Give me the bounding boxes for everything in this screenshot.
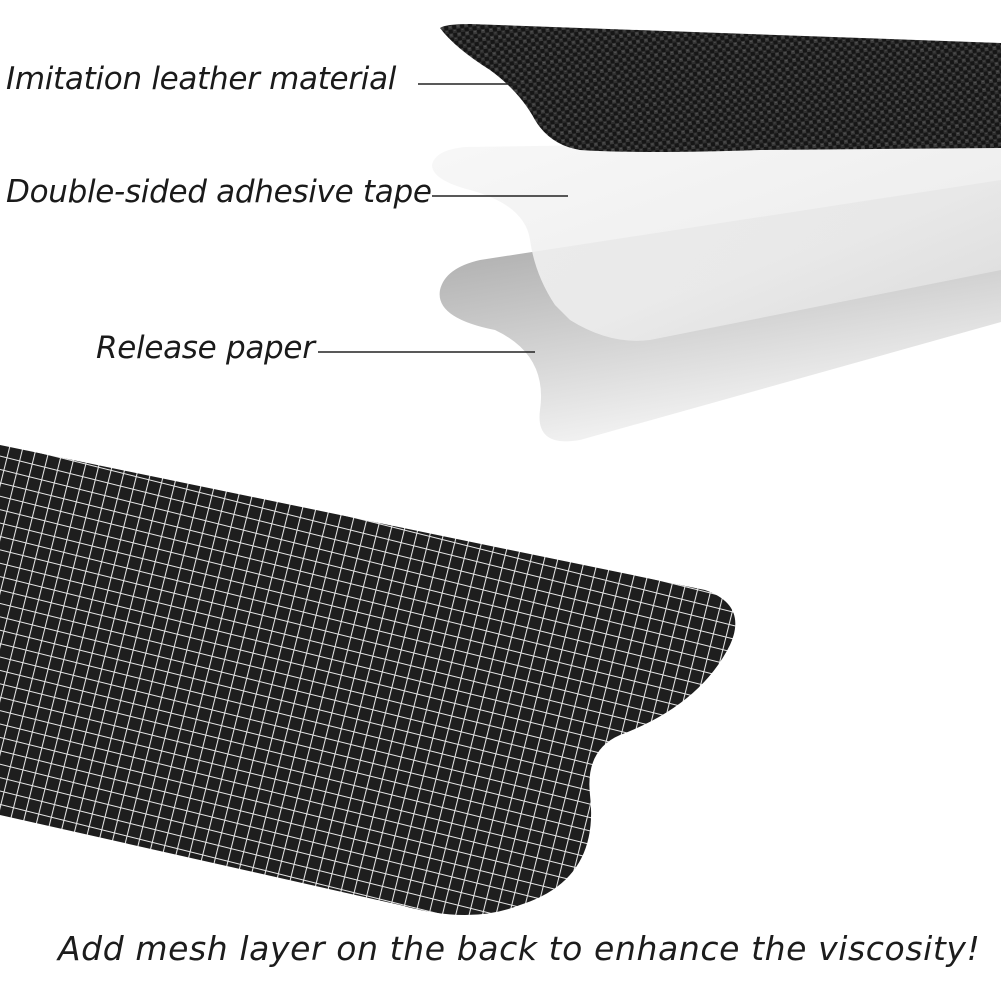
tape-label: Double-sided adhesive tape [6,174,432,210]
mesh-layer [0,445,736,915]
leather-label: Imitation leather material [6,61,397,97]
adhesive-tape-layer [432,140,1001,341]
caption-text: Add mesh layer on the back to enhance th… [58,929,981,968]
leather-layer [440,24,1001,152]
release-paper-label: Release paper [96,330,315,366]
